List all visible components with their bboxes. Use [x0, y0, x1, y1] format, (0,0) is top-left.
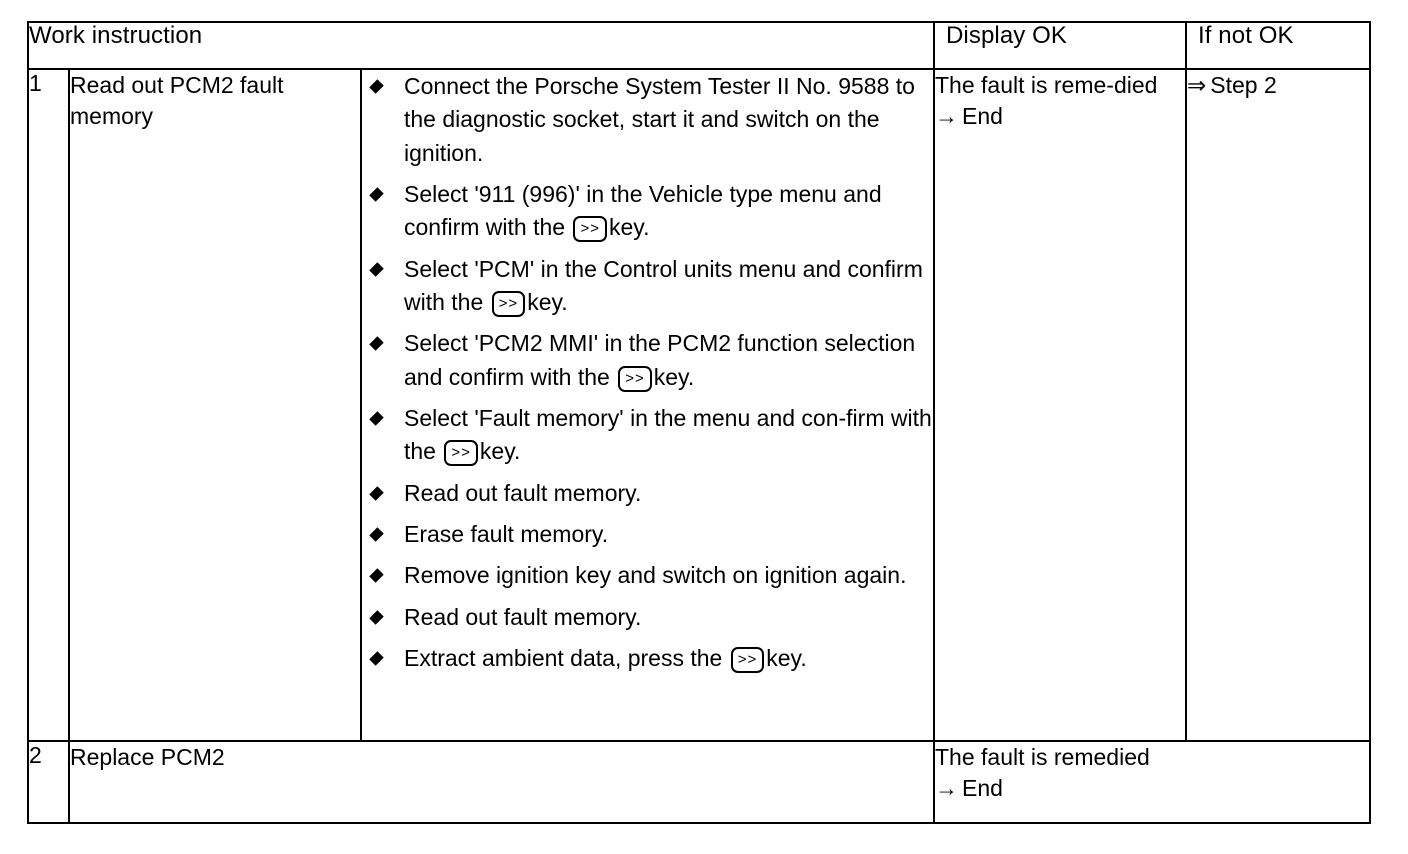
diamond-bullet-icon [369, 187, 384, 202]
step-text: Erase fault memory. [404, 521, 609, 548]
step-text: Select 'PCM' in the Control units menu a… [404, 255, 923, 316]
header-if-not-ok: If not OK [1185, 21, 1371, 70]
step-text: Read out fault memory. [404, 479, 642, 506]
list-item: Erase fault memory. [362, 518, 933, 551]
table-row: 2 Replace PCM2 The fault is remedied →En… [27, 740, 1371, 824]
list-item: Select 'PCM' in the Control units menu a… [362, 253, 933, 320]
list-item: Connect the Porsche System Tester II No.… [362, 70, 933, 170]
diamond-bullet-icon [369, 485, 384, 501]
diamond-bullet-icon [369, 610, 384, 625]
list-item: Extract ambient data, press the >>key. [362, 642, 933, 675]
forward-key-icon[interactable]: >> [444, 440, 478, 467]
step-text-suffix: key. [766, 645, 807, 672]
table-header-row: Work instruction Display OK If not OK [27, 21, 1371, 70]
row-description: Replace PCM2 [68, 740, 935, 824]
diamond-bullet-icon [369, 336, 384, 352]
step-text: Connect the Porsche System Tester II No.… [404, 73, 915, 166]
display-ok-text: The fault is remedied [935, 744, 1150, 770]
diamond-bullet-icon [369, 651, 384, 666]
step-text: Select 'Fault memory' in the menu and co… [404, 405, 932, 465]
diamond-bullet-icon [369, 79, 384, 94]
step-text-suffix: key. [527, 289, 568, 316]
display-ok-end-label: End [962, 102, 1003, 129]
step-text-suffix: key. [608, 214, 650, 241]
steps-list: Connect the Porsche System Tester II No.… [362, 70, 933, 676]
right-arrow-icon: → [935, 774, 958, 801]
row-display-ok: The fault is remedied →End [933, 740, 1371, 824]
forward-key-icon[interactable]: >> [730, 647, 765, 674]
table-row: 1 Read out PCM2 fault memory Connect the… [27, 68, 1371, 742]
right-arrow-icon: → [935, 102, 958, 129]
row-number: 2 [27, 740, 70, 824]
diamond-bullet-icon [369, 527, 384, 542]
step-text: Select 'PCM2 MMI' in the PCM2 function s… [404, 330, 916, 390]
step-text-suffix: key. [479, 438, 521, 465]
step-text: Remove ignition key and switch on igniti… [404, 562, 907, 589]
list-item: Read out fault memory. [362, 477, 933, 510]
forward-key-icon[interactable]: >> [573, 216, 607, 243]
work-instruction-table: Work instruction Display OK If not OK 1 … [27, 21, 1371, 824]
step-text: Select '911 (996)' in the Vehicle type m… [404, 181, 882, 241]
header-work-instruction: Work instruction [27, 21, 935, 70]
display-ok-text: The fault is reme-died [935, 72, 1158, 98]
double-right-arrow-icon: ⇒ [1187, 72, 1207, 98]
row-if-not-ok: ⇒Step 2 [1185, 68, 1371, 742]
step-text: Read out fault memory. [404, 603, 642, 630]
row-steps: Connect the Porsche System Tester II No.… [360, 68, 935, 742]
step-text: Extract ambient data, press the [404, 645, 723, 672]
row-display-ok: The fault is reme-died →End [933, 68, 1187, 742]
diamond-bullet-icon [369, 411, 384, 426]
row-number: 1 [27, 68, 70, 742]
list-item: Select 'Fault memory' in the menu and co… [362, 402, 933, 469]
list-item: Select 'PCM2 MMI' in the PCM2 function s… [362, 327, 933, 394]
list-item: Read out fault memory. [362, 601, 933, 634]
header-display-ok: Display OK [933, 21, 1187, 70]
display-ok-end-label: End [962, 774, 1003, 801]
list-item: Remove ignition key and switch on igniti… [362, 559, 933, 592]
forward-key-icon[interactable]: >> [618, 365, 652, 392]
step-text-suffix: key. [653, 363, 695, 390]
diamond-bullet-icon [369, 261, 384, 277]
forward-key-icon[interactable]: >> [491, 291, 526, 318]
row-description: Read out PCM2 fault memory [68, 68, 362, 742]
diamond-bullet-icon [369, 568, 384, 584]
list-item: Select '911 (996)' in the Vehicle type m… [362, 178, 933, 245]
if-not-ok-target: Step 2 [1210, 72, 1277, 98]
